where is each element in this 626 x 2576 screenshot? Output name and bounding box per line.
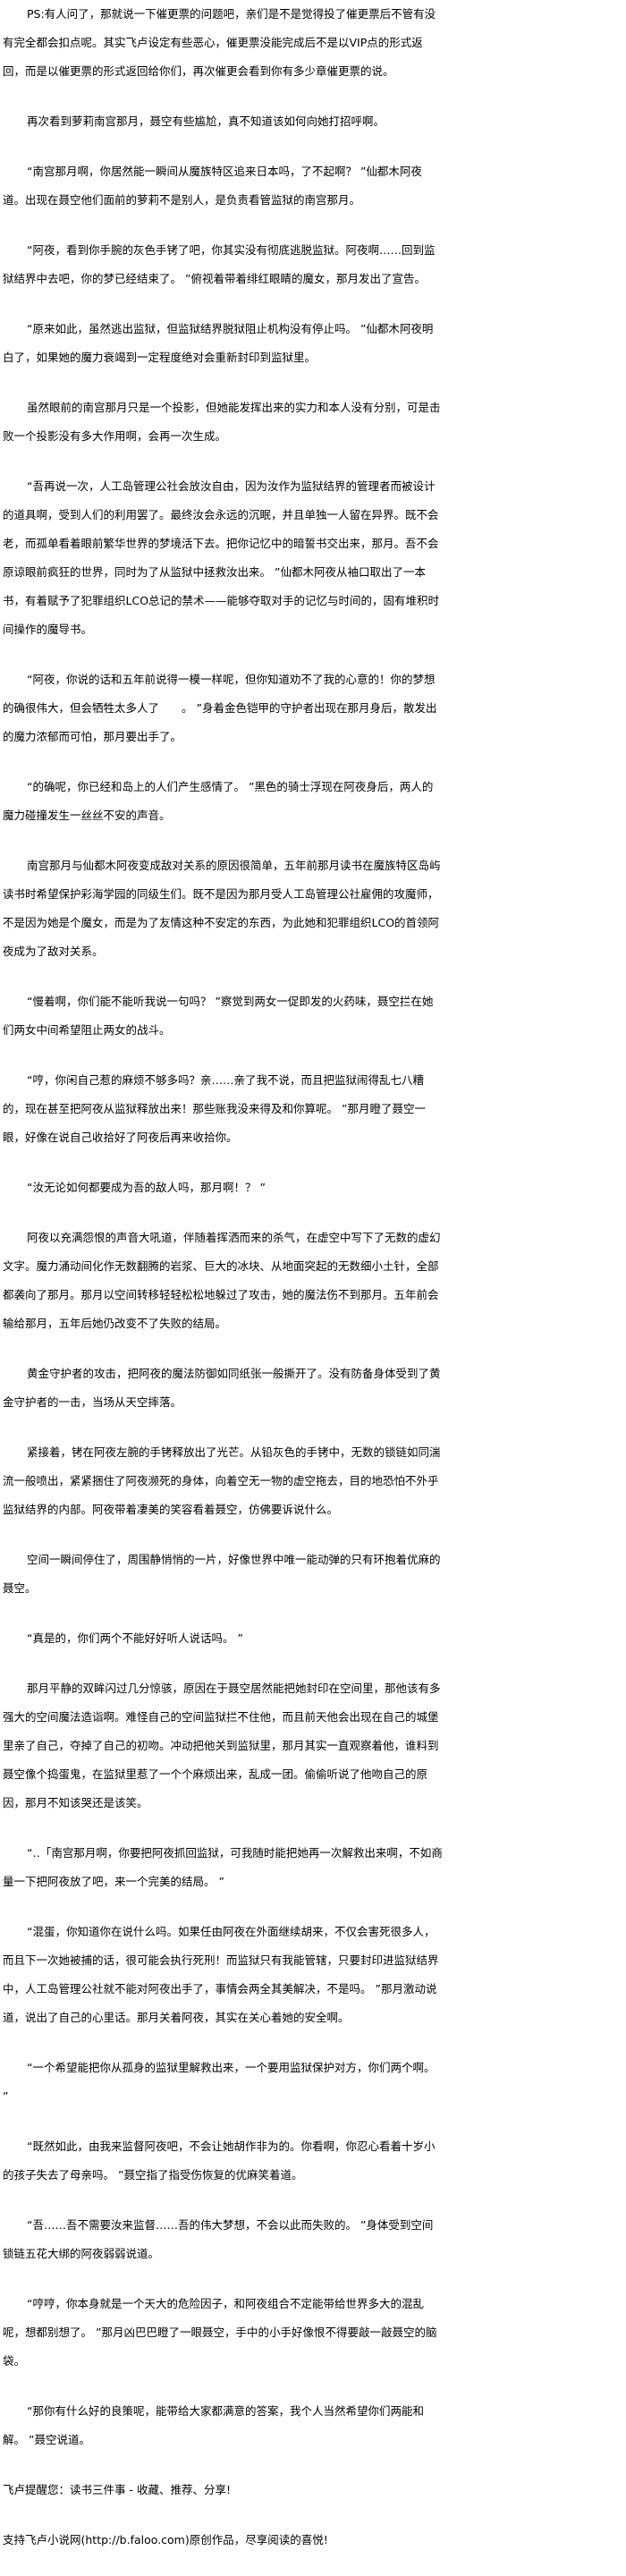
paragraph: “真是的，你们两个不能好好听人说话吗。 ” xyxy=(27,1631,243,1645)
footer-reminder: 飞卢提醒您：读书三件事 - 收藏、推荐、分享! xyxy=(3,2483,231,2496)
paragraph: 黄金守护者的攻击，把阿夜的魔法防御如同纸张一般撕开了。没有防备身体受到了黄金守护… xyxy=(3,1367,441,1409)
paragraph: “南宫那月啊，你居然能一瞬间从魔族特区追来日本吗，了不起啊？ ”仙都木阿夜道。出… xyxy=(3,165,422,207)
paragraph: “那你有什么好的良策呢，能带给大家都满意的答案，我个人当然希望你们两能和解。 ”… xyxy=(3,2404,424,2446)
paragraph: 空间一瞬间停住了，周围静悄悄的一片，好像世界中唯一能动弹的只有环抱着优麻的聂空。 xyxy=(3,1553,441,1595)
paragraph: “混蛋，你知道你在说什么吗。如果任由阿夜在外面继续胡来，不仅会害死很多人，而且下… xyxy=(3,1925,439,2024)
chapter-content: PS:有人问了，那就说一下催更票的问题吧，亲们是不是觉得投了催更票后不管有没有完… xyxy=(3,7,443,2546)
paragraph: 南宫那月与仙都木阿夜变成敌对关系的原因很简单，五年前那月读书在魔族特区岛屿读书时… xyxy=(3,859,441,958)
paragraph: “吾……吾不需要汝来监督……吾的伟大梦想，不会以此而失败的。 ”身体受到空间锁链… xyxy=(3,2218,434,2260)
paragraph: “汝无论如何都要成为吾的敌人吗，那月啊！？ ” xyxy=(27,1181,266,1194)
paragraph: “既然如此，由我来监督阿夜吧，不会让她胡作非为的。你看啊，你忍心看着十岁小的孩子… xyxy=(3,2140,436,2182)
paragraph: “哼哼，你本身就是一个天大的危险因子，和阿夜组合不定能带给世界多大的混乱呢，想都… xyxy=(3,2297,437,2368)
paragraph: 阿夜以充满怨恨的声音大吼道，伴随着挥洒而来的杀气，在虚空中写下了无数的虚幻文字。… xyxy=(3,1231,441,1330)
paragraph: 紧接着，铐在阿夜左腕的手铐释放出了光芒。从铅灰色的手铐中，无数的锁链如同湍流一般… xyxy=(3,1445,441,1516)
paragraph: 再次看到萝莉南宫那月，聂空有些尴尬，真不知道该如何向她打招呼啊。 xyxy=(27,114,385,128)
paragraph: “一个希望能把你从孤身的监狱里解救出来，一个要用监狱保护对方，你们两个啊。 ” xyxy=(3,2061,436,2103)
paragraph: “慢着啊，你们能不能听我说一句吗？ ”察觉到两女一促即发的火药味，聂空拦在她们两… xyxy=(3,995,434,1037)
paragraph: “原来如此，虽然逃出监狱，但监狱结界脱狱阻止机构没有停止吗。 ”仙都木阿夜明白了… xyxy=(3,322,434,364)
paragraph: “的确呢，你已经和岛上的人们产生感情了。 ”黑色的骑士浮现在阿夜身后，两人的魔力… xyxy=(3,780,434,822)
footer-support-note: 支持飞卢小说网(http://b.faloo.com)原创作品，尽享阅读的喜悦! xyxy=(3,2533,328,2546)
paragraph: “‥「南宫那月啊，你要把阿夜抓回监狱，可我随时能把她再一次解救出来啊，不如商量一… xyxy=(3,1846,443,1888)
paragraph: “吾再说一次，人工岛管理公社会放汝自由，因为汝作为监狱结界的管理者而被设计的道具… xyxy=(3,479,440,636)
paragraph: “阿夜，你说的话和五年前说得一模一样呢，但你知道劝不了我的心意的！你的梦想的确很… xyxy=(3,673,437,743)
paragraph-author-note: PS:有人问了，那就说一下催更票的问题吧，亲们是不是觉得投了催更票后不管有没有完… xyxy=(3,7,436,78)
paragraph: “阿夜，看到你手腕的灰色手铐了吧，你其实没有彻底逃脱监狱。阿夜啊……回到监狱结界… xyxy=(3,243,436,285)
paragraph: 虽然眼前的南宫那月只是一个投影，但她能发挥出来的实力和本人没有分别，可是击败一个… xyxy=(3,401,441,443)
paragraph: “哼，你闲自己惹的麻烦不够多吗？亲……亲了我不说，而且把监狱闹得乱七八糟的，现在… xyxy=(3,1073,426,1144)
paragraph: 那月平静的双眸闪过几分惊骇，原因在于聂空居然能把她封印在空间里，那他该有多强大的… xyxy=(3,1682,441,1809)
